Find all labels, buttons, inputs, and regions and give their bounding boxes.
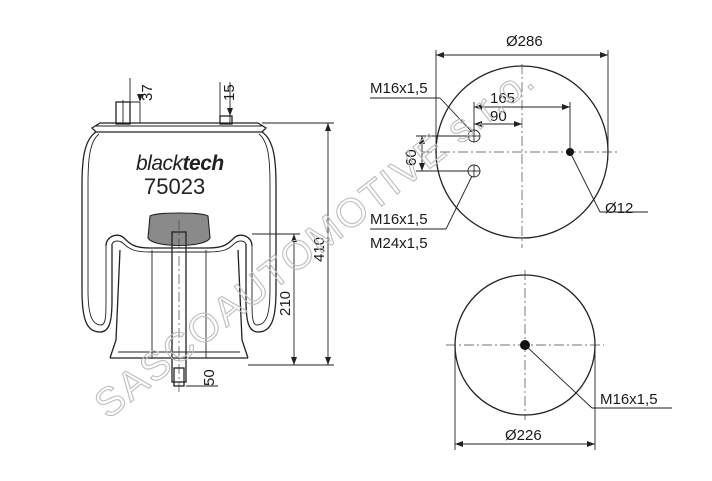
dim-piston-height: 210 — [277, 291, 294, 316]
label-thread-top: M16x1,5 — [370, 80, 428, 97]
brand-logo: blacktech — [136, 152, 224, 175]
bellow-outer-right — [245, 131, 277, 333]
bellow-inner — [87, 133, 107, 326]
bellow-outer — [81, 131, 113, 333]
label-air-inlet: Ø12 — [605, 200, 633, 217]
dim-piston-diameter: Ø226 — [505, 427, 542, 444]
air-fitting — [219, 115, 233, 125]
bellow-inner-right — [251, 133, 271, 326]
label-bottom-thread: M16x1,5 — [600, 391, 658, 408]
label-thread-lower-1: M16x1,5 — [370, 211, 428, 228]
piston-left — [109, 249, 121, 359]
leader-lower — [445, 175, 473, 230]
side-view: blacktech 75023 37 15 410 210 50 — [81, 78, 334, 395]
model-number: 75023 — [144, 174, 205, 199]
dim-pcd-inner: 90 — [490, 108, 507, 125]
bottom-stud — [173, 367, 185, 387]
dim-outer-diameter: Ø286 — [506, 33, 543, 50]
dim-pcd-outer: 165 — [490, 90, 515, 107]
dim-inlet-height: 15 — [221, 84, 238, 101]
label-thread-lower-2: M24x1,5 — [370, 235, 428, 252]
dim-overall-height: 410 — [311, 237, 328, 262]
piston-right — [237, 249, 249, 359]
leader-inlet — [569, 151, 601, 213]
leader-bottom — [524, 344, 593, 409]
dim-bottom-stud: 50 — [201, 369, 218, 386]
bottom-view: M16x1,5 Ø226 — [446, 270, 672, 450]
arrowheads — [137, 52, 608, 447]
dim-stud-height: 37 — [139, 84, 156, 101]
dim-stud-spacing: 60 — [403, 149, 420, 166]
leader-top — [439, 97, 473, 133]
